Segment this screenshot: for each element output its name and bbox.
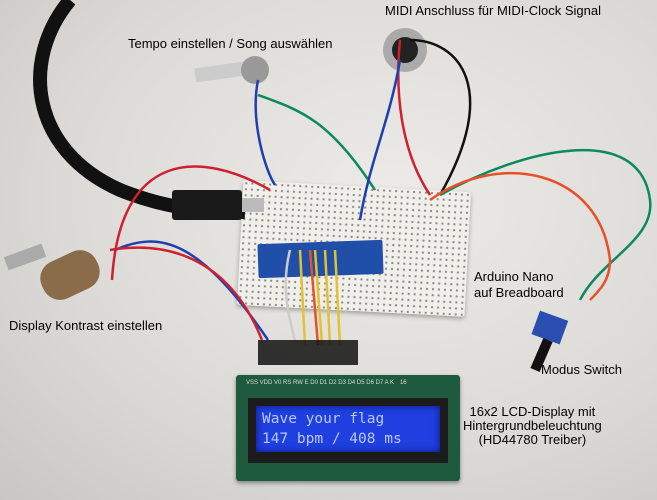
label-lcd-line1: 16x2 LCD-Display mit [469, 404, 596, 419]
lcd-row-2: 147 bpm / 408 ms [262, 431, 402, 447]
wire-blue [254, 79, 277, 186]
lcd-bezel: Wave your flag 147 bpm / 408 ms [248, 398, 448, 463]
tempo-potentiometer-body [241, 56, 269, 84]
label-lcd-line2: Hintergrundbeleuchtung [463, 418, 602, 433]
tempo-potentiometer [194, 61, 246, 83]
wire-orange [308, 249, 320, 346]
lcd-header-connectors [258, 340, 358, 365]
label-midi: MIDI Anschluss für MIDI-Clock Signal [385, 3, 602, 18]
wire-white [284, 249, 298, 346]
wire-green [257, 93, 377, 191]
wire-green [439, 148, 652, 301]
label-arduino: Arduino Nano auf Breadboard [474, 269, 564, 301]
contrast-potentiometer-shaft [3, 243, 47, 271]
label-lcd-line3: (HD44780 Treiber) [478, 432, 587, 447]
lcd-module: VSS VDD V0 RS RW E D0 D1 D2 D3 D4 D5 D6 … [236, 375, 460, 481]
wire-blue [358, 59, 402, 221]
wire-red [397, 39, 432, 196]
label-display-contrast: Display Kontrast einstellen [9, 318, 163, 333]
wire-yellow-bundle [298, 249, 342, 346]
contrast-potentiometer [40, 250, 100, 300]
label-tempo: Tempo einstellen / Song auswählen [128, 36, 333, 51]
wire-red [110, 165, 271, 281]
lcd-pin-count: 16 [399, 380, 407, 386]
modus-switch-lever [530, 338, 553, 372]
usb-plug [172, 190, 242, 220]
wire-red [109, 246, 264, 341]
wire-black [409, 38, 472, 196]
lcd-pin-labels: VSS VDD V0 RS RW E D0 D1 D2 D3 D4 D5 D6 … [246, 380, 394, 386]
wire-orange [429, 171, 612, 301]
lcd-row-1: Wave your flag [262, 411, 385, 427]
label-arduino-line2: auf Breadboard [474, 285, 564, 300]
label-modus-switch: Modus Switch [541, 362, 622, 377]
modus-switch [531, 310, 569, 345]
usb-cable [33, 0, 246, 219]
label-arduino-line1: Arduino Nano [474, 269, 554, 284]
lcd-pin-row: VSS VDD V0 RS RW E D0 D1 D2 D3 D4 D5 D6 … [246, 379, 407, 387]
label-lcd: 16x2 LCD-Display mit Hintergrundbeleucht… [463, 405, 602, 447]
lcd-screen: Wave your flag 147 bpm / 408 ms [256, 406, 440, 452]
usb-plug-tip [242, 198, 264, 212]
